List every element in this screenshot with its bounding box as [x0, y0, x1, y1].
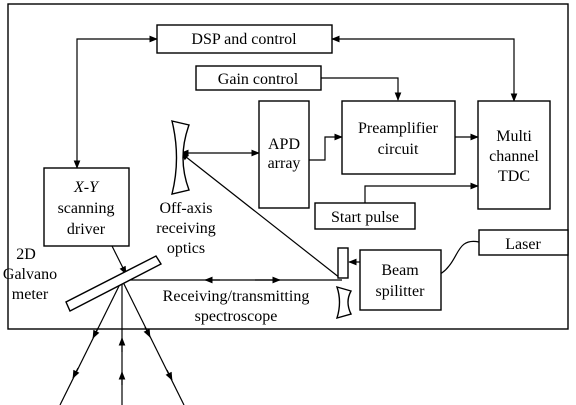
off-axis-label-line3: optics	[167, 240, 205, 257]
preamplifier-box	[341, 100, 456, 175]
beam-splitter-box	[359, 249, 442, 311]
driver-galvano-link	[111, 245, 127, 275]
scan-beam-left-arrow-2	[72, 367, 80, 379]
dsp-control-label: DSP and control	[191, 31, 297, 48]
xy-driver-label-line2: scanning	[58, 200, 115, 217]
system-frame	[7, 3, 569, 330]
spectroscope-lens-shape	[335, 285, 353, 320]
xy-driver-box	[43, 167, 130, 247]
scan-beam-left	[59, 279, 123, 405]
galvano-label-line1: 2D	[16, 246, 36, 263]
scan-beam-left-arrow-1	[92, 327, 100, 339]
preamp-label-line1: Preamplifier	[358, 120, 439, 137]
scan-beam-right-arrow-2	[165, 369, 173, 381]
dsp-tdc-link	[331, 35, 518, 102]
laser-label: Laser	[505, 236, 541, 253]
beam-splitter-label-line2: spilitter	[376, 283, 426, 300]
beam-splitter-label-line1: Beam	[381, 262, 419, 279]
apd-array-box	[258, 100, 310, 209]
tdc-label-line2: channel	[489, 148, 539, 165]
xy-dsp-link	[73, 35, 158, 169]
off-axis-label-line2: receiving	[156, 220, 216, 237]
xy-driver-label-line1: X-Y	[73, 179, 100, 196]
gain-control-box	[195, 65, 322, 91]
apd-label-line2: array	[268, 155, 301, 172]
tdc-box	[477, 100, 551, 210]
gain-control-label: Gain control	[218, 71, 299, 88]
start-pulse-box	[314, 202, 416, 230]
galvano-label-line3: meter	[12, 286, 49, 303]
apd-preamp-link	[309, 133, 343, 161]
tdc-label-line1: Multi	[496, 128, 532, 145]
xy-driver-label-line3: driver	[67, 221, 106, 238]
return-path	[180, 152, 341, 279]
galvano-mirror-shape	[65, 255, 162, 312]
preamp-label-line2: circuit	[378, 141, 419, 158]
spectroscope-label-line1: Receiving/transmitting	[163, 288, 310, 305]
off-axis-label-line1: Off-axis	[159, 200, 212, 217]
spectroscope-label-line2: spectroscope	[195, 308, 278, 325]
scan-beam-right-arrow-1	[143, 326, 151, 338]
off-axis-mirror-shape	[171, 120, 190, 195]
tdc-label-line3: TDC	[498, 168, 530, 185]
apd-label-line1: APD	[268, 136, 300, 153]
scan-beam-right	[121, 279, 185, 405]
dsp-control-box	[156, 24, 333, 54]
folding-mirror-shape	[337, 247, 349, 279]
galvano-label-line2: Galvano	[3, 266, 57, 283]
gain-preamp-link	[321, 77, 402, 101]
laser-box	[478, 229, 569, 256]
start-pulse-label: Start pulse	[331, 209, 399, 226]
